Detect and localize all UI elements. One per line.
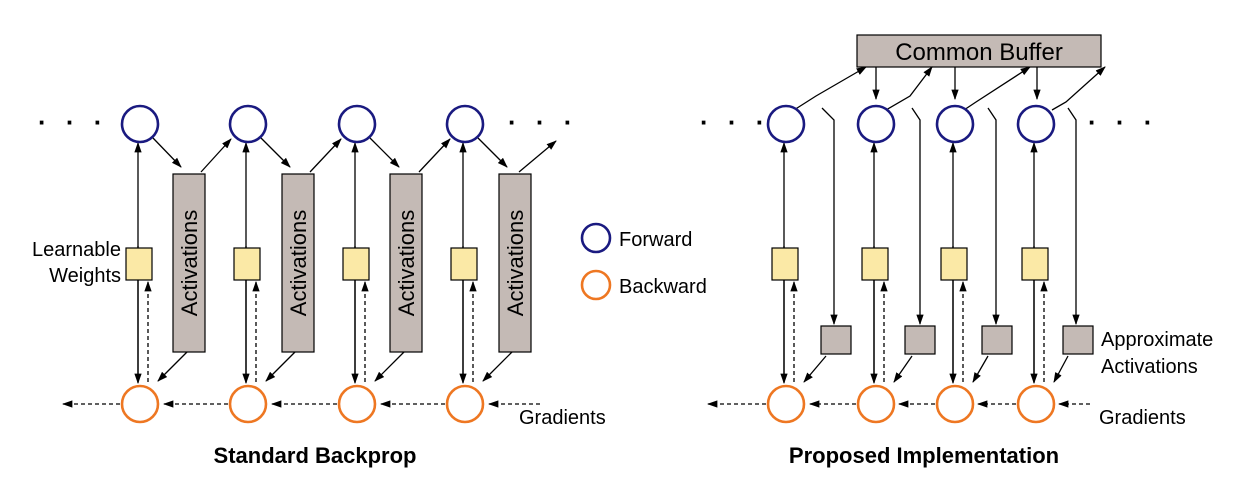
backward-node <box>935 384 975 424</box>
weight-box <box>771 247 799 281</box>
backward-node <box>445 384 485 424</box>
proposed-implementation-title: Proposed Implementation <box>789 443 1059 468</box>
left-gradients-label: Gradients <box>519 407 606 429</box>
approx-activation-box <box>820 325 852 355</box>
right-gradients-label: Gradients <box>1099 407 1186 429</box>
backward-node <box>766 384 806 424</box>
approx-activation-box <box>981 325 1013 355</box>
activation-label: Activations <box>394 210 419 316</box>
activation-label: Activations <box>503 210 528 316</box>
weight-box <box>861 247 889 281</box>
backward-node <box>1016 384 1056 424</box>
right-leading-ellipsis: · · · <box>700 107 770 137</box>
approx-activation-box <box>1062 325 1094 355</box>
activation-box <box>498 173 532 353</box>
standard-backprop-title: Standard Backprop <box>214 443 417 468</box>
backward-node <box>120 384 160 424</box>
activation-box <box>389 173 423 353</box>
activation-box <box>172 173 206 353</box>
activation-label: Activations <box>177 210 202 316</box>
weights-label-line2: Weights <box>49 265 121 287</box>
left-activation-to-backward-arrows <box>157 351 513 382</box>
right-forward-nodes <box>766 104 1056 144</box>
forward-legend-icon <box>580 222 612 254</box>
approx-activation-box <box>904 325 936 355</box>
right-weight-boxes <box>771 247 1049 281</box>
backward-node <box>856 384 896 424</box>
legend-backward-label: Backward <box>619 276 707 298</box>
weight-box <box>1021 247 1049 281</box>
right-backward-nodes <box>766 384 1056 424</box>
forward-node <box>337 104 377 144</box>
weight-box <box>450 247 478 281</box>
weight-box <box>233 247 261 281</box>
approx-activation-boxes <box>820 325 1094 355</box>
backward-node <box>228 384 268 424</box>
weight-box <box>125 247 153 281</box>
left-leading-ellipsis: · · · <box>38 107 108 137</box>
common-buffer-label: Common Buffer <box>895 39 1063 66</box>
left-backward-nodes <box>120 384 485 424</box>
weights-label-line1: Learnable <box>32 239 121 261</box>
approx-label-line2: Activations <box>1101 356 1198 378</box>
forward-node <box>228 104 268 144</box>
forward-node <box>445 104 485 144</box>
forward-node <box>856 104 896 144</box>
forward-node <box>1016 104 1056 144</box>
weight-box <box>342 247 370 281</box>
forward-node <box>766 104 806 144</box>
left-weight-boxes <box>125 247 478 281</box>
activation-box <box>281 173 315 353</box>
left-forward-arrows <box>152 137 557 173</box>
legend: Forward Backward <box>580 222 707 301</box>
right-approx-to-backward-arrows <box>803 355 1069 383</box>
forward-node <box>120 104 160 144</box>
legend-forward-label: Forward <box>619 229 692 251</box>
left-activation-boxes: Activations Activations Activations Acti… <box>172 173 532 353</box>
backward-legend-icon <box>580 269 612 301</box>
right-trailing-ellipsis: · · · <box>1088 107 1158 137</box>
approx-label-line1: Approximate <box>1101 329 1213 351</box>
left-trailing-ellipsis: · · · <box>508 107 578 137</box>
left-forward-nodes <box>120 104 485 144</box>
backward-node <box>337 384 377 424</box>
weight-box <box>940 247 968 281</box>
buffer-arrows <box>793 66 1106 326</box>
common-buffer-box <box>856 34 1102 68</box>
activation-label: Activations <box>286 210 311 316</box>
standard-backprop-panel: · · · · · · <box>32 104 606 468</box>
forward-node <box>935 104 975 144</box>
proposed-implementation-panel: · · · · · · Common Buffer <box>700 34 1213 468</box>
